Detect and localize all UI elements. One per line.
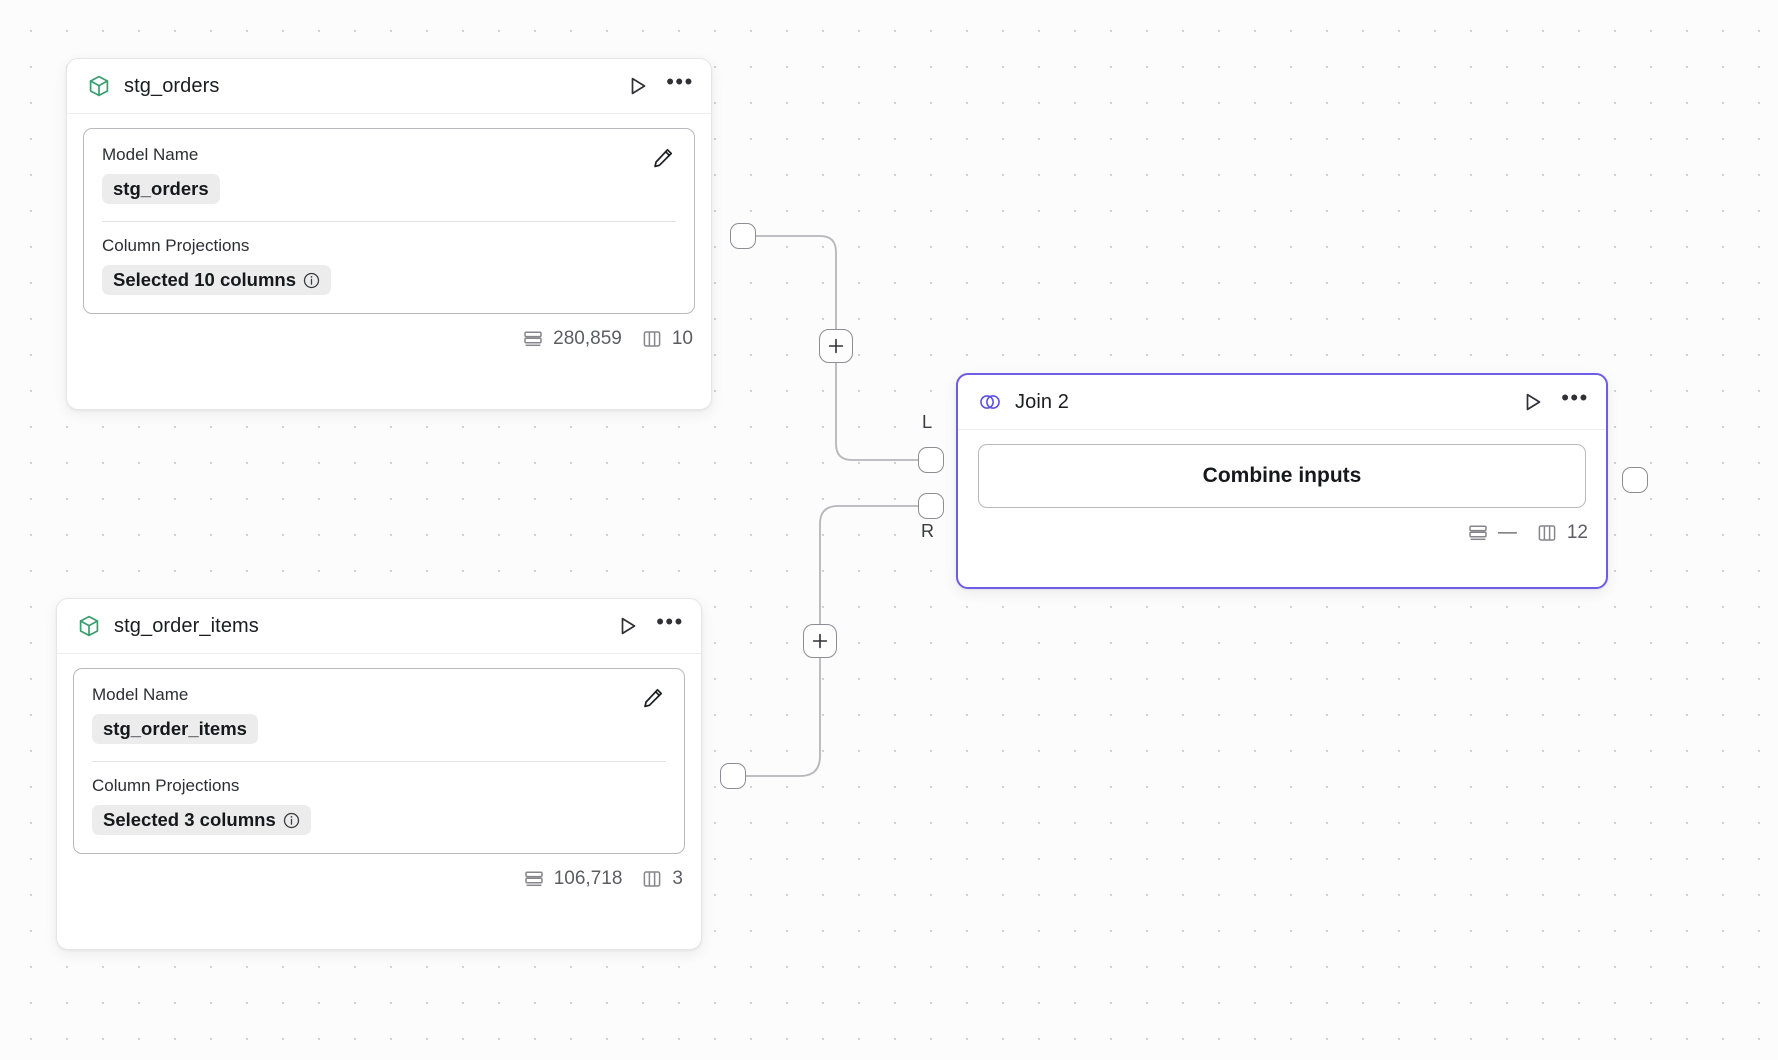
output-port-stg-order-items[interactable] <box>720 763 746 789</box>
play-icon[interactable] <box>615 613 641 639</box>
model-name-value[interactable]: stg_order_items <box>92 714 258 744</box>
node-body: Combine inputs <box>958 430 1606 508</box>
more-options-icon[interactable]: ••• <box>1561 384 1589 410</box>
info-icon[interactable] <box>303 272 320 289</box>
column-projections-text: Selected 10 columns <box>113 269 297 290</box>
column-projections-value[interactable]: Selected 3 columns <box>92 805 311 835</box>
model-name-value[interactable]: stg_orders <box>102 174 220 204</box>
more-options-icon[interactable]: ••• <box>666 68 694 94</box>
play-icon[interactable] <box>1520 389 1546 415</box>
more-options-icon[interactable]: ••• <box>656 608 684 634</box>
pencil-icon[interactable] <box>640 685 666 711</box>
output-port-join-2[interactable] <box>1622 467 1648 493</box>
column-count-stat: 10 <box>641 328 693 350</box>
node-title: stg_orders <box>124 74 220 97</box>
column-count-value: 12 <box>1566 522 1588 543</box>
model-name-label: Model Name <box>92 685 189 704</box>
node-header-actions: ••• <box>625 69 693 104</box>
column-count-stat: 3 <box>641 868 683 890</box>
input-port-join-right[interactable] <box>918 493 944 519</box>
node-stg-orders[interactable]: stg_orders ••• Model Name stg_orders <box>66 58 712 410</box>
venn-icon <box>978 390 1002 414</box>
model-name-label: Model Name <box>102 145 199 164</box>
node-header: stg_order_items ••• <box>57 599 701 654</box>
node-header-actions: ••• <box>615 609 683 644</box>
combine-inputs-button[interactable]: Combine inputs <box>978 444 1586 508</box>
cube-icon <box>77 614 101 638</box>
panel-divider <box>92 761 666 762</box>
column-projections-label: Column Projections <box>92 776 240 795</box>
input-port-label-right: R <box>921 521 934 541</box>
input-port-join-left[interactable] <box>918 447 944 473</box>
row-count-stat: 106,718 <box>523 868 623 890</box>
column-count-value: 3 <box>672 868 683 889</box>
pencil-icon[interactable] <box>650 145 676 171</box>
node-join-2[interactable]: Join 2 ••• Combine inputs <box>956 373 1608 589</box>
node-footer: 106,718 3 <box>57 854 701 904</box>
column-projections-text: Selected 3 columns <box>103 809 276 830</box>
column-count-value: 10 <box>671 328 693 349</box>
column-projections-label: Column Projections <box>102 236 250 255</box>
input-port-label-left: L <box>922 412 933 432</box>
rows-icon <box>1467 522 1489 544</box>
panel-divider <box>102 221 676 222</box>
edge-add-button-bottom[interactable] <box>803 624 837 658</box>
node-title: Join 2 <box>1015 390 1069 413</box>
output-port-stg-orders[interactable] <box>730 223 756 249</box>
column-count-stat: 12 <box>1536 522 1588 544</box>
column-projections-value[interactable]: Selected 10 columns <box>102 265 332 295</box>
node-footer: 280,859 10 <box>67 314 711 364</box>
node-footer: — 12 <box>958 508 1606 558</box>
row-count-stat: — <box>1467 522 1517 544</box>
row-count-value: 106,718 <box>553 868 623 889</box>
model-config-panel: Model Name stg_order_items Column Projec… <box>73 668 685 854</box>
node-header: stg_orders ••• <box>67 59 711 114</box>
row-count-value: 280,859 <box>553 328 622 349</box>
node-body: Model Name stg_orders Column Projections… <box>67 114 711 314</box>
row-count-stat: 280,859 <box>522 328 622 350</box>
rows-icon <box>523 868 545 890</box>
columns-icon <box>641 328 663 350</box>
columns-icon <box>1536 522 1558 544</box>
cube-icon <box>87 74 111 98</box>
row-count-value: — <box>1497 522 1517 543</box>
node-body: Model Name stg_order_items Column Projec… <box>57 654 701 854</box>
model-config-panel: Model Name stg_orders Column Projections… <box>83 128 695 314</box>
node-stg-order-items[interactable]: stg_order_items ••• Model Name stg_order… <box>56 598 702 950</box>
rows-icon <box>522 328 544 350</box>
columns-icon <box>641 868 663 890</box>
info-icon[interactable] <box>283 812 300 829</box>
node-header: Join 2 ••• <box>958 375 1606 430</box>
edge-add-button-top[interactable] <box>819 329 853 363</box>
node-header-actions: ••• <box>1520 385 1588 420</box>
node-title: stg_order_items <box>114 614 259 637</box>
play-icon[interactable] <box>625 73 651 99</box>
